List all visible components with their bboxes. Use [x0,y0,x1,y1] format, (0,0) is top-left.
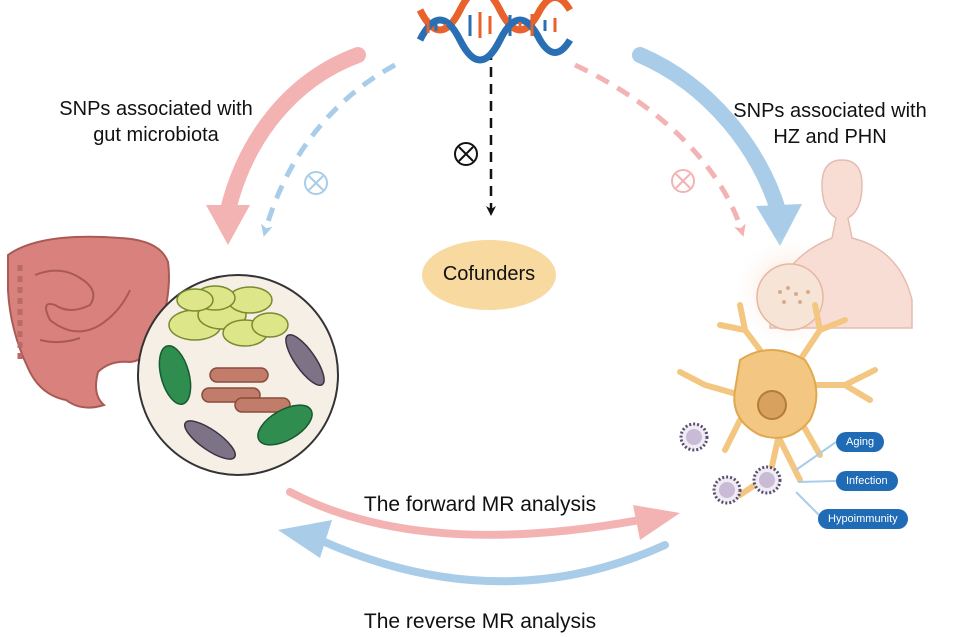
pink-arrow-to-gut [206,47,366,245]
forward-mr-label: The forward MR analysis [363,493,597,516]
human-torso-icon [732,159,913,350]
label-snps-hz: SNPs associated with HZ and PHN [733,100,927,148]
forward-mr-arrow [286,488,680,540]
dashed-arrow-blue-left [261,62,397,237]
intestine-icon [7,235,170,409]
virus-icon [679,422,709,452]
dashed-arrow-pink-right [573,62,746,237]
label-snps-gut: SNPs associated with gut microbiota [59,98,253,146]
blocked-icon [671,169,695,193]
blocked-icon [304,171,328,195]
factor-arrows [795,441,837,519]
dna-icon [416,0,574,64]
neuron-icon [677,302,878,498]
virus-icon [712,475,742,505]
blocked-icon [454,142,478,166]
factor-badge-infection: Infection [836,471,898,491]
reverse-mr-label: The reverse MR analysis [363,610,597,633]
factor-badge-hypoimmunity: Hypoimmunity [818,509,908,529]
blue-arrow-to-human [632,47,802,246]
reverse-mr-arrow [278,520,669,586]
confounders-label: Cofunders [442,263,536,285]
virus-icon [752,465,782,495]
microbiota-circle-icon [137,274,339,476]
confounders-node [422,240,556,310]
factor-badge-aging: Aging [836,432,885,452]
